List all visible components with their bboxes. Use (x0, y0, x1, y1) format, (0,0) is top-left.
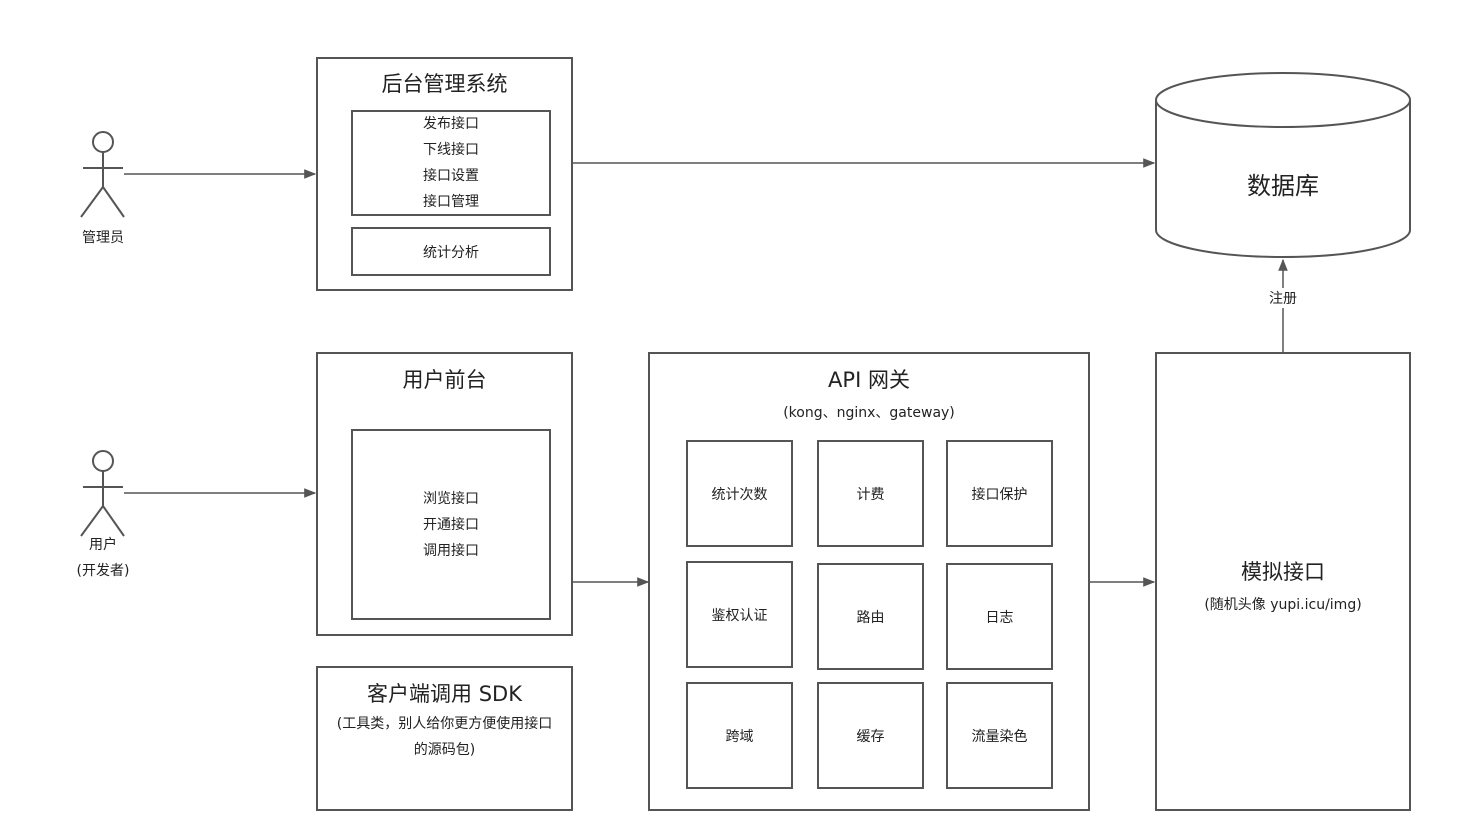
gateway-cell-logging: 日志 (946, 563, 1053, 670)
frontend-item: 浏览接口 (423, 490, 479, 507)
sdk-box (316, 666, 573, 811)
backend-stats-box: 统计分析 (351, 227, 551, 276)
mock-api-title: 模拟接口 (1241, 560, 1325, 584)
user-label: 用户 (89, 537, 117, 553)
register-edge-label: 注册 (1258, 288, 1308, 308)
frontend-title: 用户前台 (402, 368, 487, 392)
gateway-cell-cache: 缓存 (817, 682, 924, 789)
backend-item: 下线接口 (423, 142, 479, 158)
sdk-desc-line1: (工具类，别人给你更方便使用接口 (336, 716, 553, 732)
mock-api-box (1155, 352, 1411, 811)
gateway-title: API 网关 (828, 368, 910, 392)
backend-item: 接口设置 (423, 168, 479, 184)
user-sublabel: (开发者) (76, 563, 130, 579)
admin-actor-icon (80, 131, 125, 218)
sdk-title: 客户端调用 SDK (367, 682, 522, 706)
mock-api-subtitle: (随机头像 yupi.icu/img) (1204, 597, 1362, 613)
database-label: 数据库 (1247, 172, 1319, 200)
user-actor-icon (80, 450, 125, 537)
gateway-cell-traffic-tagging: 流量染色 (946, 682, 1053, 789)
frontend-item: 开通接口 (423, 516, 479, 533)
backend-title: 后台管理系统 (381, 72, 508, 96)
backend-feature-list: 发布接口 下线接口 接口设置 接口管理 (351, 110, 551, 216)
gateway-subtitle: (kong、nginx、gateway) (783, 405, 955, 421)
database-cylinder (1155, 72, 1411, 258)
gateway-cell-stats: 统计次数 (686, 440, 793, 547)
sdk-desc-line2: 的源码包) (413, 742, 476, 758)
admin-label: 管理员 (82, 230, 124, 246)
backend-item: 发布接口 (423, 116, 479, 132)
frontend-item: 调用接口 (423, 542, 479, 559)
gateway-cell-billing: 计费 (817, 440, 924, 547)
gateway-cell-routing: 路由 (817, 563, 924, 670)
gateway-cell-cors: 跨域 (686, 682, 793, 789)
gateway-cell-protection: 接口保护 (946, 440, 1053, 547)
frontend-feature-list: 浏览接口 开通接口 调用接口 (351, 429, 551, 620)
backend-item: 接口管理 (423, 194, 479, 210)
gateway-cell-auth: 鉴权认证 (686, 561, 793, 668)
